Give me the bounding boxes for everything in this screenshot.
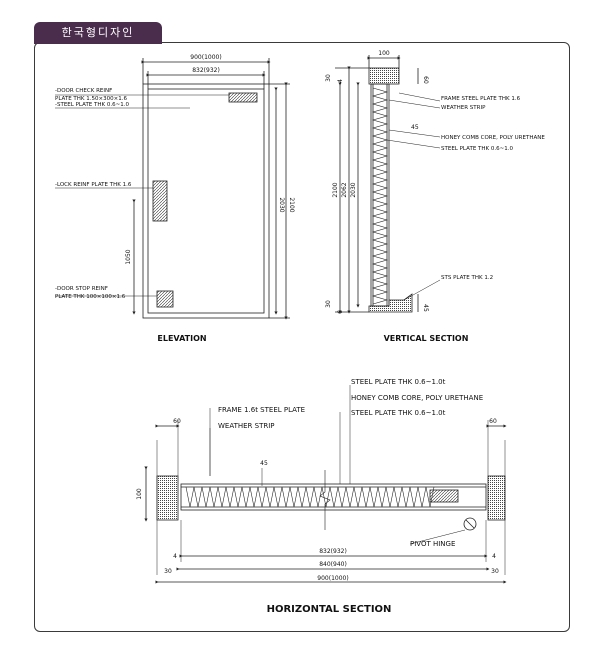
- vs-dim-45-top: 45: [411, 124, 419, 131]
- elev-dim-outer-width: 900(1000): [190, 54, 221, 61]
- vs-label-steel-plate: STEEL PLATE THK 0.6~1.0: [441, 146, 513, 152]
- hs-label-weather-strip: WEATHER STRIP: [218, 422, 275, 430]
- vs-dim-30-bot: 30: [325, 300, 332, 308]
- hs-honeycomb-core: [185, 486, 435, 508]
- elev-dim-outer-height: 2100: [288, 197, 295, 212]
- door-stop-reinf: [156, 290, 174, 308]
- elevation-drawing: [55, 58, 290, 320]
- vs-label-weather-strip: WEATHER STRIP: [441, 105, 486, 111]
- label-door-stop-2: PLATE THK 100×100×1.6: [55, 294, 126, 300]
- elevation-title: ELEVATION: [157, 334, 206, 343]
- vs-dim-h1: 2100: [332, 182, 339, 197]
- label-lock-reinf: -LOCK REINF PLATE THK 1.6: [55, 182, 132, 188]
- head-frame: [368, 67, 400, 85]
- pivot-hinge-circle: [463, 517, 477, 531]
- door-check-reinf: [228, 92, 258, 103]
- hs-dim-left-60: 60: [173, 418, 181, 425]
- vs-label-frame-steel: FRAME STEEL PLATE THK 1.6: [441, 96, 521, 102]
- vs-label-sts-plate: STS PLATE THK 1.2: [441, 275, 493, 281]
- hs-label-honeycomb: HONEY COMB CORE, POLY URETHANE: [351, 394, 483, 402]
- hs-label-pivot-hinge: PIVOT HINGE: [410, 540, 455, 548]
- vs-dim-h2: 2062: [341, 182, 348, 197]
- section-tab: 한국형디자인: [34, 22, 162, 44]
- hs-label-steel-bot: STEEL PLATE THK 0.6~1.0t: [351, 409, 446, 417]
- lock-reinf: [152, 180, 168, 222]
- vs-honeycomb-core: [371, 87, 389, 305]
- hs-dim-height-100: 100: [136, 488, 143, 500]
- drawing-frame: [34, 42, 570, 632]
- hs-dim-right-4: 4: [492, 553, 496, 560]
- hs-right-frame: [487, 475, 506, 521]
- hs-dim-832: 832(932): [319, 548, 347, 555]
- hs-dim-left-30: 30: [164, 568, 172, 575]
- hs-dim-angle-45: 45: [260, 460, 268, 467]
- sill-frame: [368, 293, 413, 313]
- vertical-section-drawing: [335, 55, 441, 314]
- hs-door-section: [180, 483, 487, 511]
- hs-left-frame: [156, 475, 179, 521]
- label-door-check-1: -DOOR CHECK REINF: [55, 88, 112, 94]
- label-door-check-2: PLATE THK 1.50×300×1.6: [55, 96, 127, 102]
- hs-dim-left-4: 4: [173, 553, 177, 560]
- door-section: [370, 83, 390, 307]
- vertical-section-labels: 100 30 4 60 45 2100 2062 2030 30 6 45 FR…: [325, 50, 545, 343]
- vertical-section-title: VERTICAL SECTION: [384, 334, 469, 343]
- hs-dim-840: 840(940): [319, 561, 347, 568]
- vs-dim-4-top: 4: [337, 79, 344, 83]
- hs-label-steel-top: STEEL PLATE THK 0.6~1.0t: [351, 378, 446, 386]
- horizontal-section-title: HORIZONTAL SECTION: [267, 604, 392, 615]
- vs-dim-60: 60: [422, 76, 429, 84]
- label-door-stop-1: -DOOR STOP REINF: [55, 286, 108, 292]
- hs-hinge-block: [429, 489, 459, 503]
- door-outer-frame: [142, 83, 270, 319]
- horizontal-section-labels: STEEL PLATE THK 0.6~1.0t HONEY COMB CORE…: [136, 378, 499, 615]
- hs-dim-right-30: 30: [491, 568, 499, 575]
- door-leaf: [147, 88, 265, 314]
- hs-dim-900: 900(1000): [317, 575, 348, 582]
- elev-dim-inner-width: 832(932): [192, 67, 220, 74]
- elev-dim-lock-height: 1050: [125, 249, 132, 264]
- elev-dim-inner-height: 2030: [278, 197, 285, 212]
- label-steel-plate: -STEEL PLATE THK 0.6~1.0: [55, 102, 129, 108]
- elevation-labels: 900(1000) 832(932) 2030 2100 1050 -DOOR …: [55, 54, 295, 343]
- vs-label-honeycomb: HONEY COMB CORE, POLY URETHANE: [441, 135, 545, 141]
- vs-dim-h3: 2030: [350, 182, 357, 197]
- horizontal-section-drawing: [144, 385, 507, 584]
- vs-dim-30-top: 30: [325, 74, 332, 82]
- vs-dim-top: 100: [378, 50, 390, 57]
- hs-dim-right-60: 60: [489, 418, 497, 425]
- vs-dim-45-bot: 45: [422, 304, 429, 312]
- hs-label-frame: FRAME 1.6t STEEL PLATE: [218, 406, 305, 414]
- vs-dim-6-bot: 6: [337, 310, 344, 314]
